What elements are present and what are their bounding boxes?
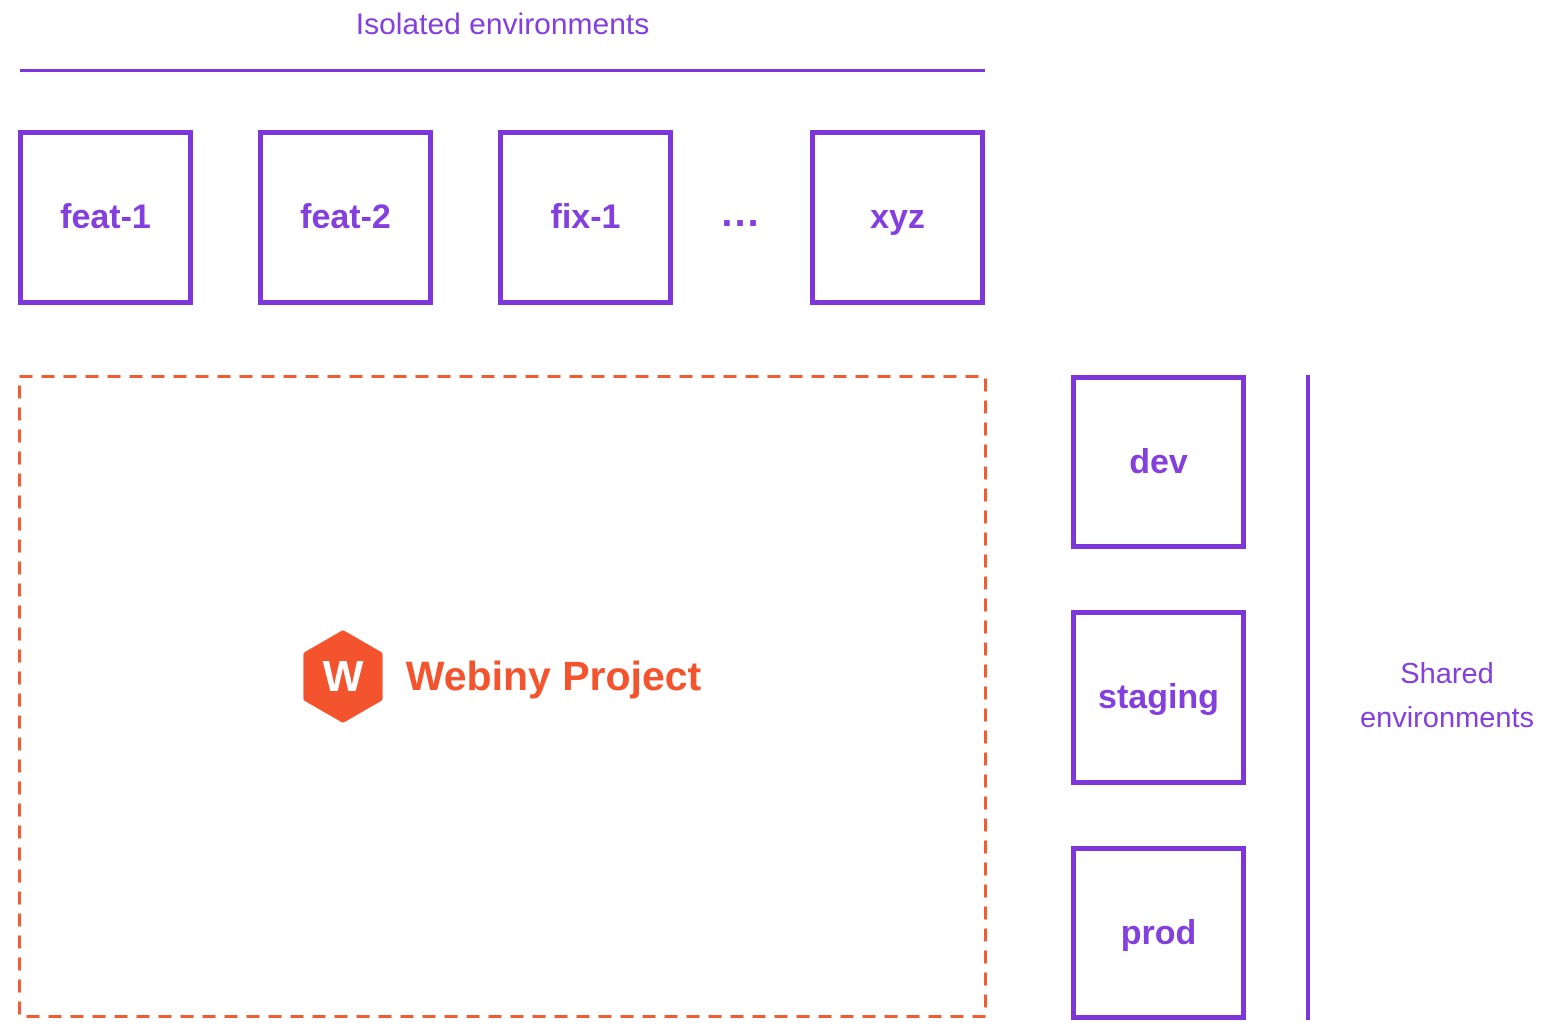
env-label-staging: staging	[1098, 678, 1219, 716]
env-box-prod: prod	[1071, 846, 1246, 1020]
isolated-environments-divider	[20, 69, 985, 72]
webiny-project-dashed-box	[18, 375, 987, 1018]
env-label-prod: prod	[1120, 913, 1197, 952]
env-box-feat-2: feat-2	[258, 130, 433, 305]
webiny-logo-letter: W	[322, 652, 363, 700]
env-label-dev: dev	[1129, 442, 1188, 481]
env-box-feat-1: feat-1	[18, 130, 193, 305]
isolated-environments-title: Isolated environments	[355, 8, 650, 41]
env-label-feat-1: feat-1	[60, 198, 151, 236]
webiny-project-brand: W Webiny Project	[19, 376, 985, 1016]
shared-environments-title: Shared environments	[1359, 658, 1535, 734]
webiny-project-name: Webiny Project	[405, 652, 702, 699]
env-label-feat-2: feat-2	[300, 198, 391, 236]
ellipsis-more-environments: ...	[721, 191, 761, 235]
env-label-fix-1: fix-1	[550, 198, 621, 236]
env-box-dev: dev	[1071, 375, 1246, 549]
shared-environments-divider	[1306, 375, 1310, 1020]
env-label-xyz: xyz	[870, 198, 925, 236]
env-box-xyz: xyz	[810, 130, 985, 305]
env-box-fix-1: fix-1	[498, 130, 673, 305]
webiny-logo-icon: W	[303, 630, 383, 723]
dashed-border	[18, 375, 987, 1018]
env-box-staging: staging	[1071, 610, 1246, 785]
